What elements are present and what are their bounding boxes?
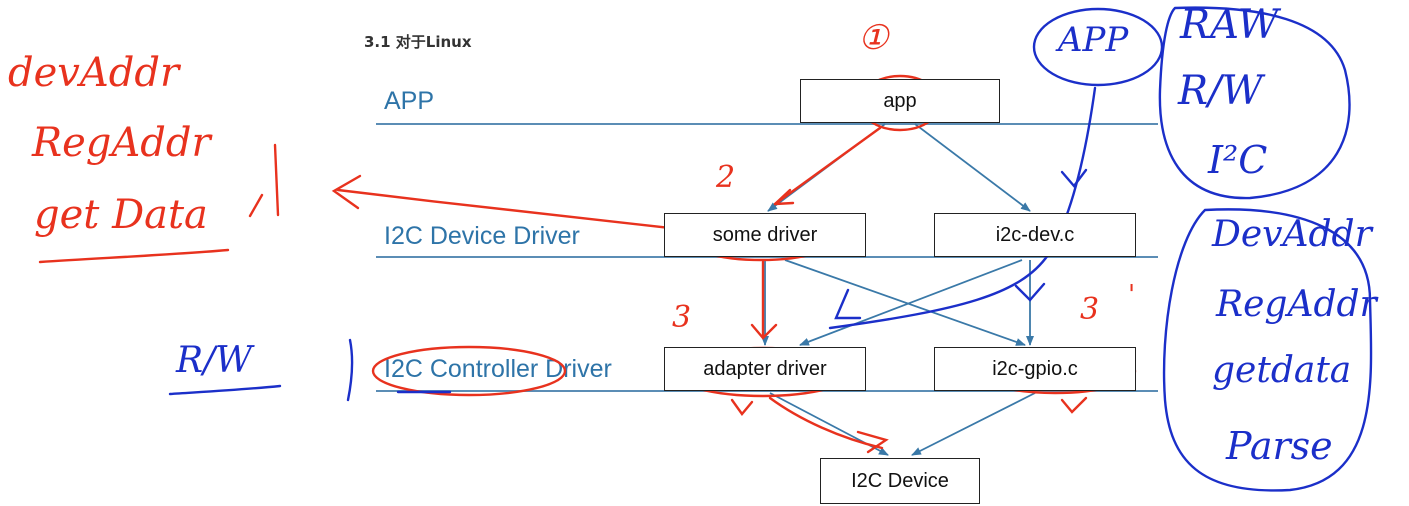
blue-circle-app [1032, 7, 1164, 87]
arrow-gpio-to-device [911, 392, 1036, 456]
arrow-i2c-dev-to-adapter [799, 259, 1023, 346]
red-arrowhead-adapter [750, 323, 778, 340]
red-brace-left [248, 143, 280, 218]
box-app: app [800, 79, 1000, 123]
blue-loop-bottom-right [1162, 208, 1373, 492]
red-arrowhead-driver [773, 188, 795, 206]
box-i2c-gpio: i2c-gpio.c [934, 347, 1136, 391]
blue-annotation-rw: R/W [176, 340, 253, 381]
arrow-app-to-i2c-dev [914, 123, 1031, 212]
layer-line-app [376, 123, 1158, 125]
blue-tick-gpio [1014, 282, 1046, 302]
box-adapter-driver: adapter driver [664, 347, 866, 391]
diagram-arrows [761, 123, 1036, 456]
red-note-regaddr: RegAddr [32, 120, 211, 166]
blue-underline-rw [168, 384, 282, 396]
blue-note-raw: RAW [1180, 2, 1279, 48]
red-annotation-num1: ① [858, 18, 889, 58]
red-annotation-num3: 3 [672, 300, 692, 335]
blue-bar-left [346, 338, 354, 402]
blue-note-i2c: I²C [1208, 138, 1268, 182]
blue-loop-top-right [1158, 6, 1351, 200]
layer-line-device-driver [376, 256, 1158, 258]
box-some-driver: some driver [664, 213, 866, 257]
layer-label-controller-driver: I2C Controller Driver [384, 355, 612, 383]
red-note-getdata: get Data [34, 192, 208, 238]
red-note-devaddr: devAddr [8, 50, 180, 96]
red-line-app-to-driver [773, 126, 882, 206]
layer-line-controller-driver [376, 390, 1158, 392]
red-tick-gpio [1060, 396, 1088, 414]
red-annotation-num2: 2 [716, 160, 736, 195]
red-arrowhead-device [856, 430, 889, 454]
red-circle-controller-label [371, 345, 567, 397]
red-line-adapter-to-device [768, 396, 884, 450]
blue-note-devaddr: DevAddr [1212, 214, 1372, 255]
layer-label-device-driver: I2C Device Driver [384, 222, 580, 250]
red-annotation-num3b: 3 [1080, 292, 1100, 327]
blue-note-rw: R/W [1178, 68, 1263, 114]
blue-note-getdata: getdata [1212, 350, 1352, 391]
arrow-some-driver-to-gpio [784, 259, 1026, 346]
blue-arrowhead-adapter [834, 288, 862, 320]
box-i2c-dev: i2c-dev.c [934, 213, 1136, 257]
blue-line-app-down [828, 86, 1097, 330]
blue-note-regaddr: RegAddr [1216, 284, 1377, 325]
blue-pen-strokes [168, 6, 1373, 492]
blue-arrowhead-mid [1060, 168, 1088, 188]
red-line-to-left-note [336, 188, 690, 232]
blue-annotation-app: APP [1058, 20, 1129, 60]
red-underline-getdata [38, 248, 230, 264]
blue-note-parse: Parse [1226, 424, 1333, 468]
red-annotation-num3b-mark: ' [1128, 280, 1136, 310]
box-i2c-device: I2C Device [820, 458, 980, 504]
layer-label-app: APP [384, 87, 435, 115]
red-arrowhead-left [331, 174, 362, 210]
red-tick-adapter [730, 398, 754, 416]
section-title: 3.1 对于Linux [364, 33, 472, 51]
